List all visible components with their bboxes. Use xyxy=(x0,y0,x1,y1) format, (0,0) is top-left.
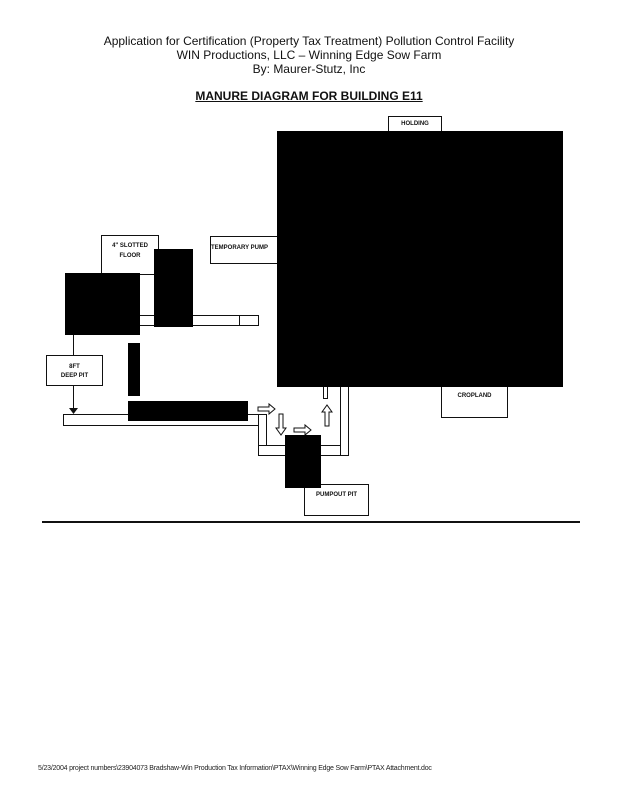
pumpout-pit-label: PUMPOUT PIT xyxy=(315,492,357,498)
holding-label: HOLDING xyxy=(401,121,429,127)
header-line-3: By: Maurer-Stutz, Inc xyxy=(252,62,366,76)
temporary-pump-box: TEMPORARY PUMP xyxy=(210,236,280,264)
redaction-block xyxy=(285,435,321,488)
page-divider xyxy=(42,521,580,523)
slotted-floor-label-1: 4" SLOTTED xyxy=(112,243,148,249)
footer-file-path: 5/23/2004 project numbers\23904073 Brads… xyxy=(38,765,432,772)
redaction-block xyxy=(128,401,248,421)
arrow-down-icon xyxy=(69,408,78,414)
cropland-box: CROPLAND xyxy=(441,384,508,418)
vertical-pipe-right xyxy=(340,384,349,456)
diagram-title-text: MANURE DIAGRAM FOR BUILDING E11 xyxy=(195,89,423,103)
connector-line xyxy=(73,334,74,355)
deep-pit-label-2: DEEP PIT xyxy=(60,373,89,379)
redaction-block xyxy=(277,131,563,387)
redaction-block xyxy=(128,343,140,396)
header-line-2: WIN Productions, LLC – Winning Edge Sow … xyxy=(176,48,442,62)
diagram-title: MANURE DIAGRAM FOR BUILDING E11 xyxy=(0,89,618,103)
redaction-block xyxy=(65,273,140,335)
temporary-pump-label: TEMPORARY PUMP xyxy=(211,245,269,251)
deep-pit-box: 8FT DEEP PIT xyxy=(46,355,103,386)
redaction-block xyxy=(154,249,193,327)
arrow-down-icon xyxy=(275,413,287,436)
small-pipe xyxy=(323,385,328,399)
arrow-up-icon xyxy=(321,404,333,427)
arrow-right-icon xyxy=(257,402,276,416)
slotted-floor-label-2: FLOOR xyxy=(119,253,141,259)
deep-pit-label-1: 8FT xyxy=(69,364,80,370)
arrow-right-icon xyxy=(293,423,312,437)
cropland-label: CROPLAND xyxy=(457,393,492,399)
slotted-floor-box: 4" SLOTTED FLOOR xyxy=(101,235,159,275)
connector-line xyxy=(73,386,74,412)
header-line-1: Application for Certification (Property … xyxy=(103,34,515,48)
pipe-divider xyxy=(239,315,240,326)
pumpout-pit-box: PUMPOUT PIT xyxy=(304,484,369,516)
